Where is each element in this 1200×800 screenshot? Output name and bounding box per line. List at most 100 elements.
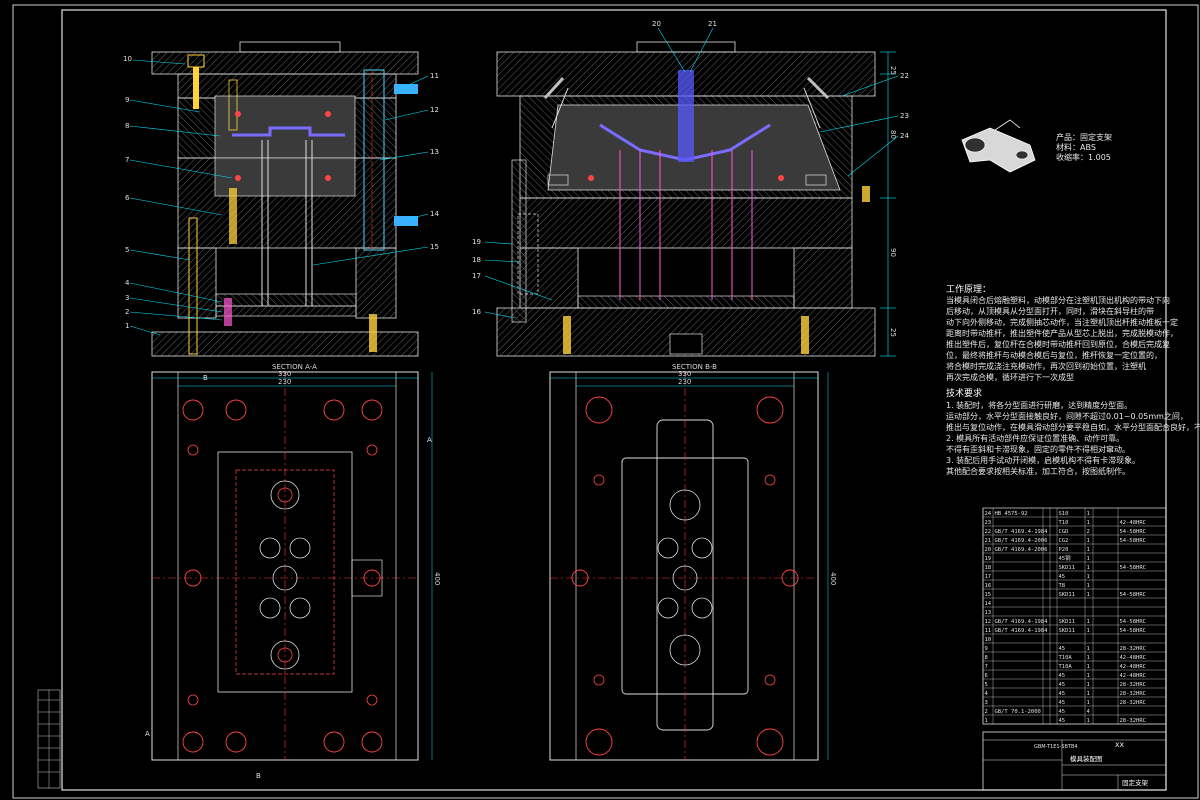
- working-principle-line-8: 再次完成合模，循环进行下一次成型: [946, 372, 1074, 382]
- callout-12: 12: [430, 106, 439, 114]
- bom-cell: T10A: [1059, 664, 1073, 670]
- bom-cell: 1: [1087, 520, 1090, 526]
- bom-cell: 28-32HRC: [1120, 691, 1147, 697]
- bom-cell: 45: [1059, 709, 1066, 715]
- dim-right-width-outer: 330: [678, 370, 691, 378]
- working-principle-line-2: 后移动，从顶模具从分型面打开，同时，滑块在斜导柱的带: [946, 306, 1154, 316]
- tech-req-line-7: 其他配合要求按相关标准，加工符合，按图纸制作。: [946, 466, 1130, 476]
- bom-cell: 42-48HRC: [1120, 520, 1147, 526]
- bom-cell: 22: [985, 529, 992, 535]
- dim-right-height: 400: [829, 572, 837, 585]
- cut-marker-a-left: A: [145, 730, 150, 738]
- callout-2: 2: [125, 308, 129, 316]
- bom-cell: GB/T 4169.4-1984: [995, 529, 1049, 535]
- bom-cell: 1: [1087, 556, 1090, 562]
- callout-15: 15: [430, 243, 439, 251]
- title-school: XX: [1115, 741, 1124, 749]
- tech-requirements-heading: 技术要求: [946, 387, 982, 399]
- bom-cell: 45钢: [1059, 554, 1072, 562]
- bom-cell: 3: [985, 700, 988, 706]
- section-b-elevation: [496, 41, 876, 357]
- callout-3: 3: [125, 294, 129, 302]
- bom-cell: 5: [985, 682, 988, 688]
- title-drawing-no: GBM-T1E1-SBTB4: [1034, 744, 1078, 750]
- callout-7: 7: [125, 156, 129, 164]
- bom-cell: 45: [1059, 574, 1066, 580]
- bom-cell: 45: [1059, 673, 1066, 679]
- bom-cell: 1: [1087, 511, 1090, 517]
- product-isometric-view: [961, 119, 1036, 173]
- dim-left-width-outer: 330: [278, 370, 291, 378]
- bom-cell: 1: [1087, 583, 1090, 589]
- bom-cell: 28-32HRC: [1120, 700, 1147, 706]
- dim-side-25-bottom: 25: [889, 328, 897, 337]
- bom-cell: CG2: [1059, 538, 1069, 544]
- product-name: 产品：固定支架: [1056, 132, 1112, 142]
- bom-cell: 4: [1087, 709, 1091, 715]
- bom-cell: 28-32HRC: [1120, 646, 1147, 652]
- bom-cell: 16: [985, 583, 992, 589]
- bom-cell: 2: [1087, 529, 1090, 535]
- bom-cell: 1: [1087, 592, 1090, 598]
- tech-req-line-4: 2. 模具所有活动部件应保证位置准确、动作可靠。: [946, 433, 1124, 443]
- product-shrinkage: 收缩率：1.005: [1056, 152, 1111, 162]
- bom-cell: 45: [1059, 691, 1066, 697]
- bom-cell: 1: [1087, 682, 1090, 688]
- inner-border: [61, 9, 1167, 791]
- dim-left-height: 400: [433, 572, 441, 585]
- bom-cell: P20: [1059, 547, 1069, 553]
- bom-cell: 4: [985, 691, 989, 697]
- dim-side-80: 80: [889, 130, 897, 139]
- outer-border: [12, 4, 1199, 799]
- binding-strip: [37, 689, 61, 789]
- bom-cell: 11: [985, 628, 992, 634]
- bom-cell: 1: [1087, 538, 1090, 544]
- bom-cell: 14: [985, 601, 992, 607]
- callout-leaders: [129, 27, 899, 336]
- bom-cell: GB/T 4169.4-2006: [995, 547, 1048, 553]
- bom-cell: 54-58HRC: [1120, 628, 1147, 634]
- bom-cell: T10A: [1059, 655, 1073, 661]
- left-plan-view: [151, 371, 419, 761]
- callout-9: 9: [125, 96, 129, 104]
- callout-22: 22: [900, 72, 909, 80]
- working-principle-line-3: 动下向外侧移动，完成侧抽芯动作，当注塑机顶出杆推动推板一定: [946, 317, 1178, 327]
- bom-cell: 54-58HRC: [1120, 529, 1147, 535]
- tech-req-line-2: 运动部分，水平分型面接触良好，间隙不超过0.01~0.05mm之间，: [946, 411, 1188, 421]
- callout-17: 17: [472, 272, 481, 280]
- bom-cell: SKD11: [1059, 565, 1076, 571]
- callout-16: 16: [472, 308, 481, 316]
- callout-1: 1: [125, 322, 129, 330]
- bom-cell: 19: [985, 556, 992, 562]
- b-side-dimensions: [880, 51, 896, 357]
- tech-req-line-5: 不得有歪斜和卡滞现象，固定的零件不得相对窜动。: [946, 444, 1130, 454]
- bom-cell: 54-58HRC: [1120, 565, 1147, 571]
- bom-cell: 1: [1087, 646, 1090, 652]
- working-principle-line-6: 位，最终将推杆与动模合模后与复位，推杆恢复一定位置的，: [946, 350, 1162, 360]
- dim-left-width-inner: 230: [278, 378, 291, 386]
- section-a-elevation: [151, 41, 419, 357]
- callout-19: 19: [472, 238, 481, 246]
- callout-24: 24: [900, 132, 909, 140]
- bom-cell: 54-58HRC: [1120, 619, 1147, 625]
- working-principle-line-5: 推出塑件后，复位杆在合模时带动推杆回到原位，合模后完成复: [946, 339, 1170, 349]
- callout-20: 20: [652, 20, 661, 28]
- bom-cell: 42-48HRC: [1120, 664, 1147, 670]
- bom-cell: 45: [1059, 646, 1066, 652]
- bom-cell: SKD11: [1059, 628, 1076, 634]
- bom-cell: 17: [985, 574, 992, 580]
- bom-cell: 1: [1087, 628, 1090, 634]
- bom-cell: 12: [985, 619, 992, 625]
- callout-23: 23: [900, 112, 909, 120]
- bom-cell: 23: [985, 520, 992, 526]
- bom-cell: 1: [1087, 691, 1090, 697]
- bom-cell: 1: [1087, 565, 1090, 571]
- bom-cell: 1: [1087, 673, 1090, 679]
- bom-cell: 1: [1087, 547, 1090, 553]
- product-material: 材料：ABS: [1056, 142, 1096, 152]
- tech-req-line-3: 推出与复位动作，在模具滑动部分要平稳自如，水平分型面配合良好，不可以漏料。: [946, 422, 1200, 432]
- bom-cell: 54-58HRC: [1120, 538, 1147, 544]
- bom-cell: 42-48HRC: [1120, 655, 1147, 661]
